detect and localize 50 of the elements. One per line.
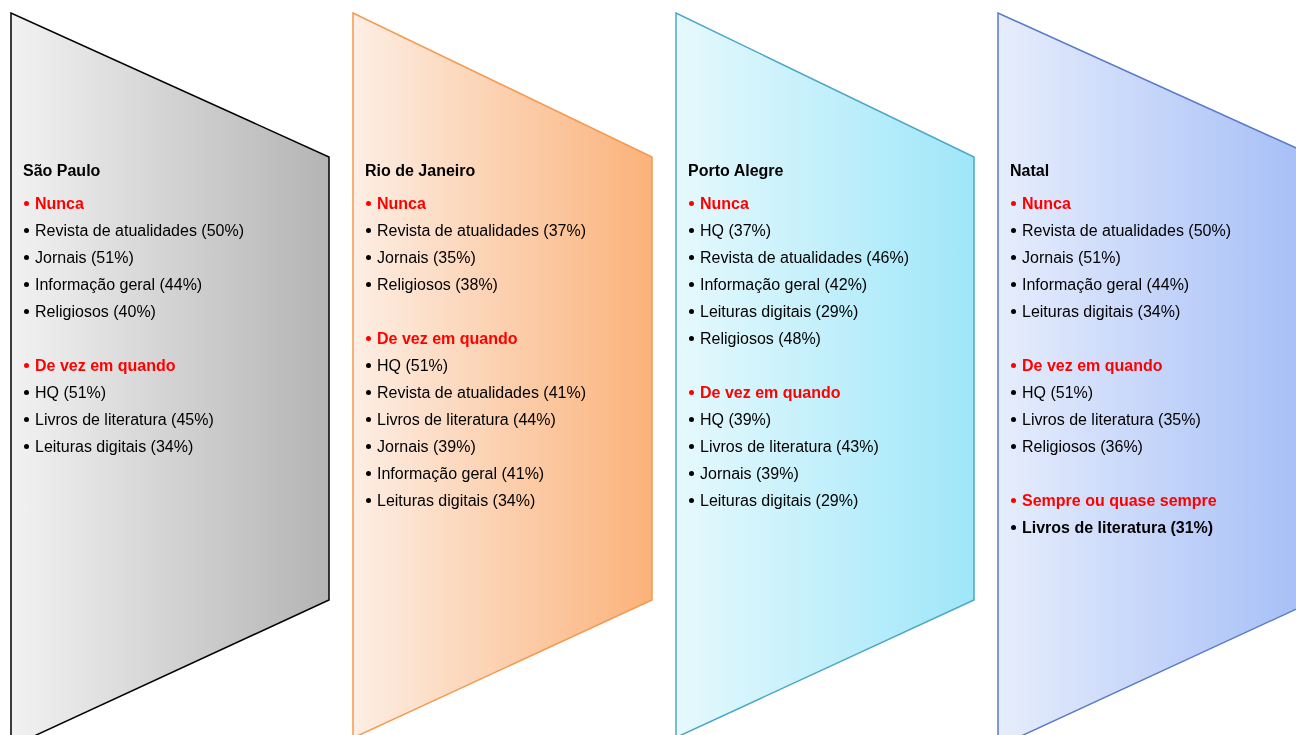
list-item: Revista de atualidades (50%) — [23, 217, 326, 244]
list-item: HQ (51%) — [23, 379, 326, 406]
category-heading: De vez em quando — [1010, 352, 1292, 379]
list-item: Revista de atualidades (41%) — [365, 379, 649, 406]
list-item: Informação geral (41%) — [365, 460, 649, 487]
list-item: Livros de literatura (31%) — [1010, 514, 1292, 541]
chevron-panel — [997, 12, 1296, 735]
list-item: Jornais (39%) — [365, 433, 649, 460]
list-item: Jornais (51%) — [23, 244, 326, 271]
panel-heading: Porto Alegre — [688, 161, 785, 181]
list-item: Jornais (35%) — [365, 244, 649, 271]
list-item: HQ (37%) — [688, 217, 971, 244]
list-item: Leituras digitais (34%) — [1010, 298, 1292, 325]
category-heading: Sempre ou quase sempre — [1010, 487, 1292, 514]
panel-heading: São Paulo — [23, 161, 102, 181]
list-item: Leituras digitais (29%) — [688, 298, 971, 325]
panel-heading: Natal — [1010, 161, 1051, 181]
category-heading: De vez em quando — [23, 352, 326, 379]
list-item: Religiosos (36%) — [1010, 433, 1292, 460]
list-item: Informação geral (44%) — [23, 271, 326, 298]
list-item: Informação geral (44%) — [1010, 271, 1292, 298]
list-item: Revista de atualidades (37%) — [365, 217, 649, 244]
chevron-panel — [10, 12, 330, 735]
category-heading: Nunca — [365, 190, 649, 217]
list-item: Livros de literatura (35%) — [1010, 406, 1292, 433]
chevron-panel — [352, 12, 653, 735]
list-item: Jornais (39%) — [688, 460, 971, 487]
list-item: Leituras digitais (34%) — [23, 433, 326, 460]
list-item: Religiosos (48%) — [688, 325, 971, 352]
category-heading: De vez em quando — [365, 325, 649, 352]
list-item: Livros de literatura (44%) — [365, 406, 649, 433]
category-heading: Nunca — [1010, 190, 1292, 217]
list-item: Jornais (51%) — [1010, 244, 1292, 271]
list-item: Revista de atualidades (46%) — [688, 244, 971, 271]
list-item: HQ (51%) — [1010, 379, 1292, 406]
category-heading: Nunca — [688, 190, 971, 217]
list-item: Leituras digitais (34%) — [365, 487, 649, 514]
category-heading: Nunca — [23, 190, 326, 217]
panel-heading: Rio de Janeiro — [365, 161, 477, 181]
list-item: Livros de literatura (45%) — [23, 406, 326, 433]
category-heading: De vez em quando — [688, 379, 971, 406]
list-item: Religiosos (38%) — [365, 271, 649, 298]
list-item: Revista de atualidades (50%) — [1010, 217, 1292, 244]
list-item: Religiosos (40%) — [23, 298, 326, 325]
chevron-panel — [675, 12, 975, 735]
list-item: HQ (51%) — [365, 352, 649, 379]
list-item: Informação geral (42%) — [688, 271, 971, 298]
list-item: Livros de literatura (43%) — [688, 433, 971, 460]
list-item: Leituras digitais (29%) — [688, 487, 971, 514]
list-item: HQ (39%) — [688, 406, 971, 433]
